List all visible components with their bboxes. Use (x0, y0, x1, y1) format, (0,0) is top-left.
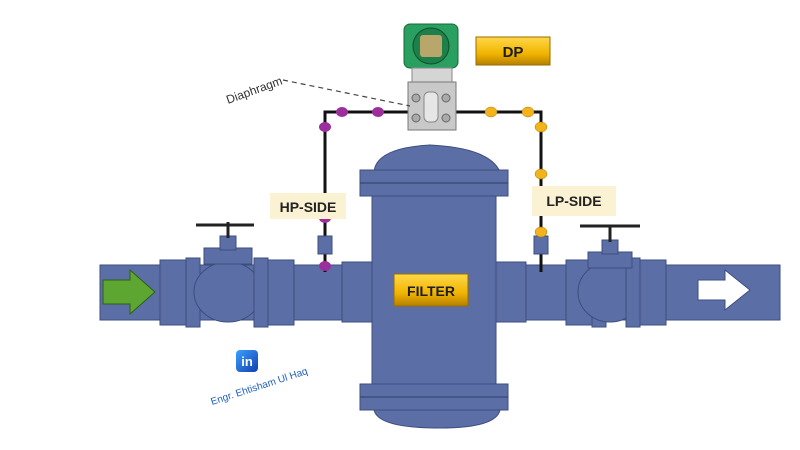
dp-transmitter (403, 23, 459, 131)
linkedin-icon-text: in (241, 354, 253, 369)
outlet-valve (565, 224, 667, 328)
lp-dots (484, 106, 548, 238)
author-watermark: in Engr. Ehtisham Ul Haq (210, 350, 310, 408)
lp-side-text: LP-SIDE (546, 193, 601, 209)
inlet-valve (159, 222, 295, 328)
dp-label: DP (475, 36, 551, 66)
lp-isolation-valve (533, 235, 549, 255)
linkedin-icon (236, 350, 258, 372)
filter-text: FILTER (407, 283, 455, 299)
hp-isolation-valve (317, 235, 333, 255)
dp-text: DP (503, 44, 524, 61)
filter-label: FILTER (393, 273, 469, 307)
diaphragm-label: Diaphragm (224, 74, 284, 107)
hp-side-label: HP-SIDE (270, 193, 346, 219)
arrow-right-green-icon (102, 268, 156, 316)
hp-side-text: HP-SIDE (280, 199, 337, 215)
diaphragm-leader-line (282, 79, 411, 107)
arrow-right-white-icon (697, 268, 751, 312)
lp-impulse-line (450, 110, 543, 272)
filter-nozzles (341, 261, 527, 323)
author-name: Engr. Ehtisham Ul Haq (210, 366, 310, 408)
lp-side-label: LP-SIDE (532, 186, 616, 216)
